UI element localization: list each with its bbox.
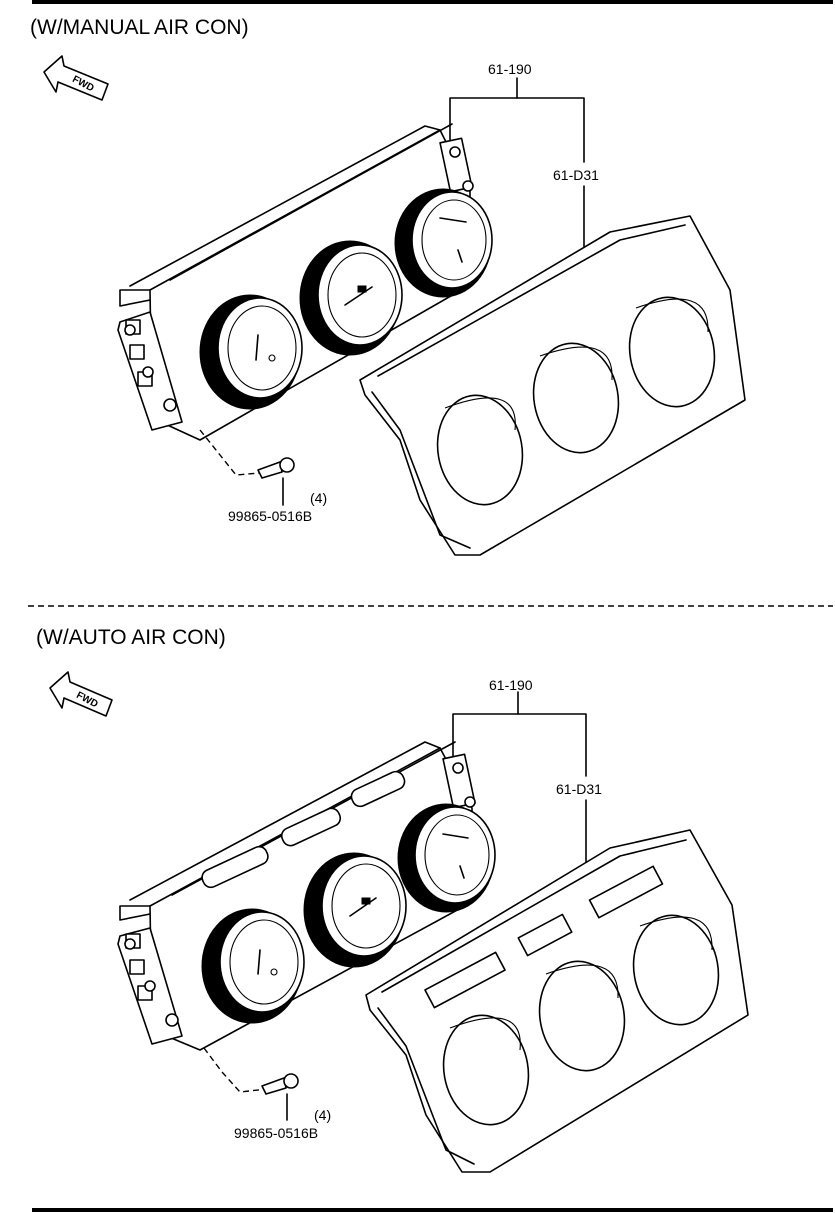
screw-part-number: 99865-0516B (234, 1125, 318, 1141)
section-auto: (W/AUTO AIR CON) FWD 61-190 61-D31 (36, 626, 749, 1173)
callout-leaders (449, 77, 585, 259)
callout-61-190: 61-190 (488, 61, 532, 77)
screw-part-number: 99865-0516B (228, 508, 312, 524)
section-title: (W/AUTO AIR CON) (36, 626, 226, 649)
knob-temp (394, 188, 493, 298)
screw-qty: (4) (314, 1107, 331, 1123)
knob-fan (199, 294, 303, 410)
section-title: (W/MANUAL AIR CON) (30, 16, 249, 39)
section-manual: (W/MANUAL AIR CON) FWD 61-190 61-D31 (30, 16, 746, 556)
knob-temp (397, 803, 496, 913)
callout-61-D31: 61-D31 (553, 167, 599, 183)
screw-qty: (4) (310, 490, 327, 506)
knob-mode (303, 852, 407, 968)
knob-mode (299, 240, 403, 356)
callout-61-190: 61-190 (489, 677, 533, 693)
fwd-arrow-icon: FWD (43, 55, 109, 101)
callout-leaders (452, 691, 587, 873)
bezel-panel (359, 215, 746, 556)
knob-fan (201, 908, 305, 1024)
fwd-arrow-icon: FWD (49, 671, 113, 717)
bezel-panel (365, 829, 749, 1173)
screw-icon (203, 1047, 299, 1121)
callout-61-D31: 61-D31 (556, 781, 602, 797)
screw-icon (199, 429, 295, 506)
